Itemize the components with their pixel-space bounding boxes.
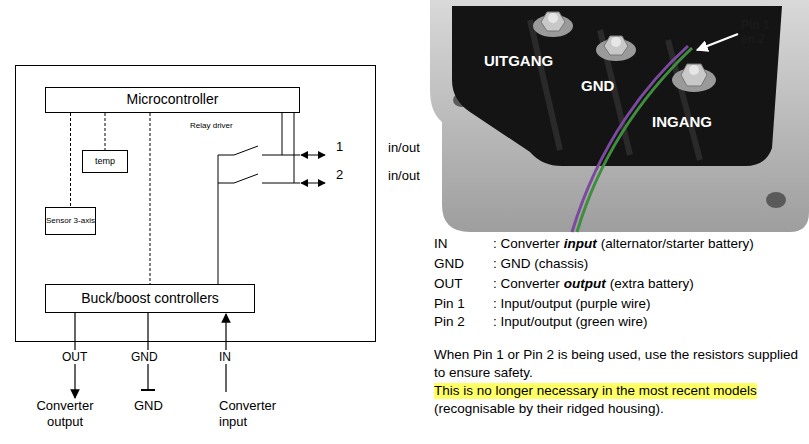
legend-key: OUT [434, 276, 463, 292]
legend-text: (alternator/starter battery) [601, 236, 754, 252]
box-label: Microcontroller [127, 92, 219, 107]
pin-callout: Pin 1 en 2 [741, 18, 785, 47]
box-label: Buck/boost controllers [81, 291, 219, 306]
terminal-wires [75, 313, 226, 398]
converter-photo [430, 0, 809, 232]
legend-text: : GND (chassis) [493, 256, 588, 272]
controller-box: Microcontroller [45, 87, 300, 113]
sensor-box: Sensor 3-axis [45, 207, 96, 235]
terminal-caption: GND [134, 398, 163, 414]
legend-key: Pin 2 [434, 314, 465, 330]
legend-text: : Converter [493, 276, 560, 292]
legend-description: : GND (chassis) [493, 256, 588, 272]
controller-box: Buck/boost controllers [45, 284, 255, 313]
legend-description: : Converteroutput(extra battery) [493, 276, 694, 292]
legend-text: : Input/output (purple wire) [493, 296, 651, 312]
safety-note: When Pin 1 or Pin 2 is being used, use t… [434, 346, 806, 382]
terminal-name: GND [581, 77, 614, 95]
legend-description: : Converterinput(alternator/starter batt… [493, 236, 754, 252]
legend-key: Pin 1 [434, 296, 465, 312]
box-label: Sensor 3-axis [46, 217, 95, 226]
emphasis-word: output [564, 276, 606, 292]
terminal-caption: Converter output [28, 398, 102, 429]
legend-text: : Input/output (green wire) [493, 314, 648, 330]
terminal-name: UITGANG [484, 52, 553, 70]
legend-text: (extra battery) [610, 276, 694, 292]
pin-number: 2 [336, 167, 343, 183]
legend-description: : Input/output (purple wire) [493, 296, 651, 312]
signal-label: in/out [388, 140, 420, 156]
sensor-box: temp [82, 150, 128, 173]
terminal-caption: Converter input [219, 398, 291, 429]
dashed-connector [150, 113, 151, 284]
legend-key: GND [434, 256, 464, 272]
relay-label: Relay driver [190, 121, 233, 131]
terminal-label: GND [131, 350, 158, 364]
terminal-label: IN [219, 350, 231, 364]
signal-label: in/out [388, 168, 420, 184]
pin-number: 1 [336, 139, 343, 155]
legend-description: : Input/output (green wire) [493, 314, 648, 330]
relay-wiring [218, 96, 325, 284]
terminal-name: INGANG [652, 113, 712, 131]
emphasis-word: input [564, 236, 597, 252]
highlight-note: This is no longer necessary in the most … [434, 383, 757, 399]
box-label: temp [95, 157, 115, 167]
legend-text: : Converter [493, 236, 560, 252]
enclosure-outline [16, 66, 376, 342]
safety-note: (recognisable by their ridged housing). [434, 401, 664, 417]
terminal-label: OUT [62, 350, 87, 364]
dashed-connector [105, 113, 106, 150]
legend-key: IN [434, 236, 448, 252]
dashed-connector [70, 113, 71, 207]
